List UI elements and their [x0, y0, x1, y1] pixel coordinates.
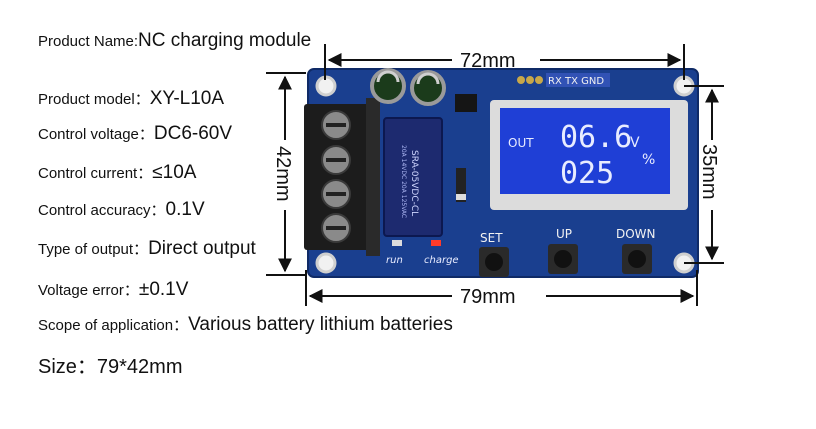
dimension-bottom-label: 79mm: [460, 286, 516, 308]
spec-value: Direct output: [148, 238, 256, 259]
spec-value: 0.1V: [165, 199, 205, 220]
spec-label: Control accuracy：: [38, 202, 166, 219]
charge-led: [431, 240, 441, 246]
pin-header: [517, 73, 610, 87]
lcd-percent: 025: [560, 156, 614, 191]
spec-label: Type of output：: [38, 241, 149, 258]
spec-size: Size：79*42mm: [38, 350, 183, 379]
spec-product-model: Product model：XY-L10A: [38, 88, 224, 110]
relay-label: SRA-05VDC-CL: [409, 150, 419, 216]
dimension-left-label: 42mm: [272, 146, 294, 202]
down-button: [622, 244, 652, 274]
terminal-block: [304, 98, 380, 256]
set-button-label: SET: [480, 231, 503, 245]
up-button-label: UP: [556, 227, 572, 241]
lcd-voltage-unit: V: [630, 135, 640, 151]
dimension-right-label: 35mm: [698, 144, 720, 200]
mounting-holes: [315, 75, 695, 274]
relay: SRA-05VDC-CL 20A 14VDC 20A 125VAC: [383, 117, 443, 237]
spec-output-type: Type of output：Direct output: [38, 238, 256, 260]
spec-voltage-error: Voltage error：±0.1V: [38, 279, 188, 301]
spec-label: Size：: [38, 356, 97, 378]
spec-value: 79*42mm: [96, 356, 183, 378]
spec-value: Various battery lithium batteries: [188, 314, 453, 335]
spec-label: Voltage error：: [38, 282, 139, 299]
lcd-out-label: OUT: [508, 136, 534, 150]
dimension-top-label: 72mm: [460, 50, 516, 72]
charge-label: charge: [424, 255, 459, 266]
spec-value: ±0.1V: [138, 279, 189, 300]
spec-value: XY-L10A: [149, 88, 225, 109]
spec-label: Control current：: [38, 165, 153, 182]
lcd-display: OUT 06.6 V 025 %: [490, 100, 688, 210]
spec-control-accuracy: Control accuracy：0.1V: [38, 199, 205, 221]
spec-label: Scope of application：: [38, 317, 189, 334]
up-button: [548, 244, 578, 274]
relay-small-text: 20A 14VDC 20A 125VAC: [400, 145, 407, 218]
spec-product-name: Product Name:NC charging module: [38, 30, 311, 52]
spec-label: Product model：: [38, 91, 150, 108]
down-button-label: DOWN: [616, 227, 656, 241]
ic-chip: [455, 94, 477, 112]
lcd-percent-unit: %: [642, 152, 655, 168]
dimension-lines: [266, 44, 724, 306]
spec-application: Scope of application：Various battery lit…: [38, 314, 453, 336]
spec-label: Control voltage：: [38, 126, 154, 143]
spec-value: DC6-60V: [153, 123, 233, 144]
spec-control-current: Control current：≤10A: [38, 162, 196, 184]
set-button: [479, 247, 509, 277]
spec-label: Product Name:: [38, 33, 139, 50]
header-label: RX TX GND: [548, 76, 604, 87]
capacitors: [370, 68, 446, 106]
run-label: run: [386, 255, 403, 266]
spec-value: ≤10A: [152, 162, 197, 183]
spec-control-voltage: Control voltage：DC6-60V: [38, 123, 232, 145]
diode: [456, 168, 466, 202]
run-led: [392, 240, 402, 246]
spec-value: NC charging module: [138, 30, 312, 51]
lcd-voltage: 06.6: [560, 120, 632, 155]
